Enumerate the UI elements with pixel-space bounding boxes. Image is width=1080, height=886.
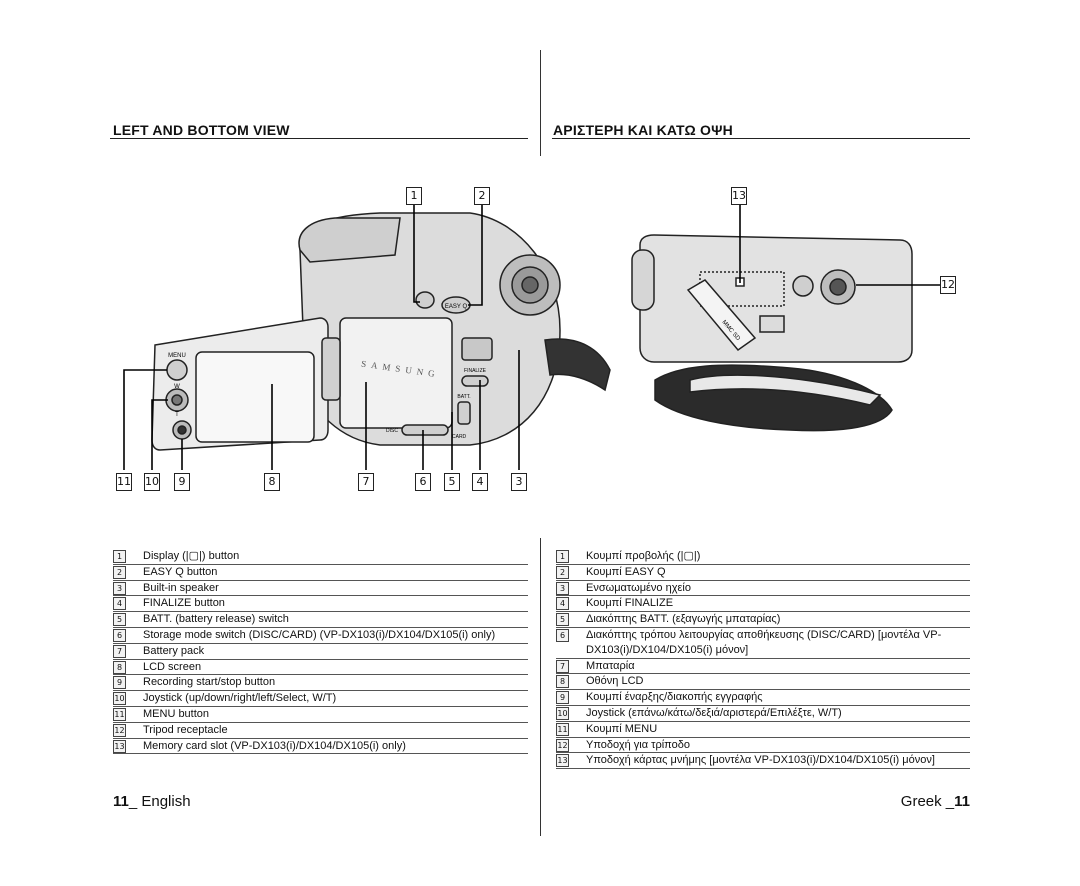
callout-11: 11 [116, 473, 132, 491]
camcorder-bottom-view [631, 234, 913, 432]
easy-q-label: EASY Q [445, 304, 468, 310]
callout-10: 10 [144, 473, 160, 491]
callout-leader-lines [123, 205, 940, 470]
t-label: T [175, 412, 179, 418]
callout-6: 6 [415, 473, 431, 491]
callout-8: 8 [264, 473, 280, 491]
camcorder-side-view [151, 212, 611, 451]
batt-label: BATT. [457, 394, 470, 400]
menu-label: MENU [168, 353, 186, 359]
footer-page-greek: Greek _11 [900, 793, 970, 810]
callout-1: 1 [406, 187, 422, 205]
card-label: CARD [452, 434, 467, 440]
disc-label: DISC [386, 428, 398, 434]
right-section-heading: ΑΡΙΣΤΕΡΗ ΚΑΙ ΚΑΤΩ ΟΨΗ [553, 122, 733, 138]
w-label: W [174, 384, 180, 390]
right-heading-rule [552, 138, 970, 139]
footer-page-english: 11_ English [113, 793, 191, 810]
camcorder-illustration: MENU W T EASY Q SAMSUNG FINALIZE BATT. D… [123, 205, 940, 470]
callout-5: 5 [444, 473, 460, 491]
callout-2: 2 [474, 187, 490, 205]
left-section-heading: LEFT AND BOTTOM VIEW [113, 122, 290, 138]
callout-12: 12 [940, 276, 956, 294]
callout-7: 7 [358, 473, 374, 491]
finalize-label: FINALIZE [464, 368, 487, 374]
callout-13: 13 [731, 187, 747, 205]
callout-4: 4 [472, 473, 488, 491]
callout-9: 9 [174, 473, 190, 491]
top-column-divider [540, 50, 541, 156]
bottom-column-divider [540, 538, 541, 836]
left-heading-rule [110, 138, 528, 139]
callout-3: 3 [511, 473, 527, 491]
